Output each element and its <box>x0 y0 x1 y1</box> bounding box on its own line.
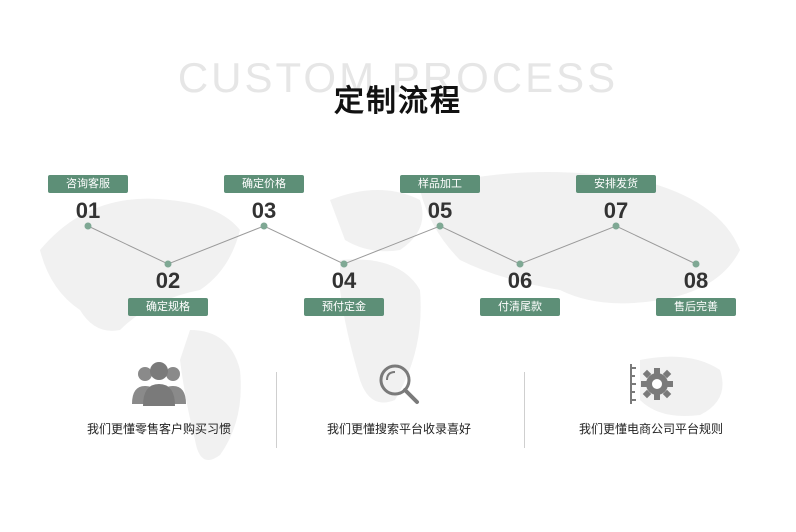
step-dot <box>84 222 92 230</box>
search-icon <box>274 360 524 408</box>
step-number: 04 <box>331 268 357 293</box>
step-label: 售后完善 <box>656 298 736 316</box>
step-label: 安排发货 <box>576 175 656 193</box>
step-label: 付清尾款 <box>480 298 560 316</box>
zigzag-connector <box>87 225 697 265</box>
feature-text: 我们更懂搜索平台收录喜好 <box>326 422 471 436</box>
feature-divider <box>524 372 525 448</box>
step-number: 08 <box>683 268 709 293</box>
step-number: 01 <box>75 198 101 223</box>
step-dot <box>164 260 172 268</box>
people-group-icon <box>34 360 284 408</box>
step-label: 预付定金 <box>304 298 384 316</box>
step-dot <box>692 260 700 268</box>
step-dot <box>516 260 524 268</box>
feature-text: 我们更懂零售客户购买习惯 <box>86 422 231 436</box>
step-dot <box>612 222 620 230</box>
step-dot <box>260 222 268 230</box>
feature-retail: 我们更懂零售客户购买习惯 <box>34 360 284 437</box>
step-number: 02 <box>155 268 181 293</box>
step-number: 07 <box>603 198 629 223</box>
step-number: 05 <box>427 198 453 223</box>
step-label: 样品加工 <box>400 175 480 193</box>
step-dot <box>436 222 444 230</box>
feature-text: 我们更懂电商公司平台规则 <box>578 422 723 436</box>
step-label: 咨询客服 <box>48 175 128 193</box>
page-title: 定制流程 <box>334 84 462 119</box>
feature-platform: 我们更懂电商公司平台规则 <box>526 360 776 437</box>
gear-ruler-icon <box>526 360 776 408</box>
step-number: 06 <box>507 268 533 293</box>
step-label: 确定价格 <box>224 175 304 193</box>
feature-search: 我们更懂搜索平台收录喜好 <box>274 360 524 437</box>
step-number: 03 <box>251 198 277 223</box>
step-label: 确定规格 <box>128 298 208 316</box>
background-title: CUSTOM PROCESS <box>177 54 619 101</box>
step-dot <box>340 260 348 268</box>
feature-divider <box>276 372 277 448</box>
